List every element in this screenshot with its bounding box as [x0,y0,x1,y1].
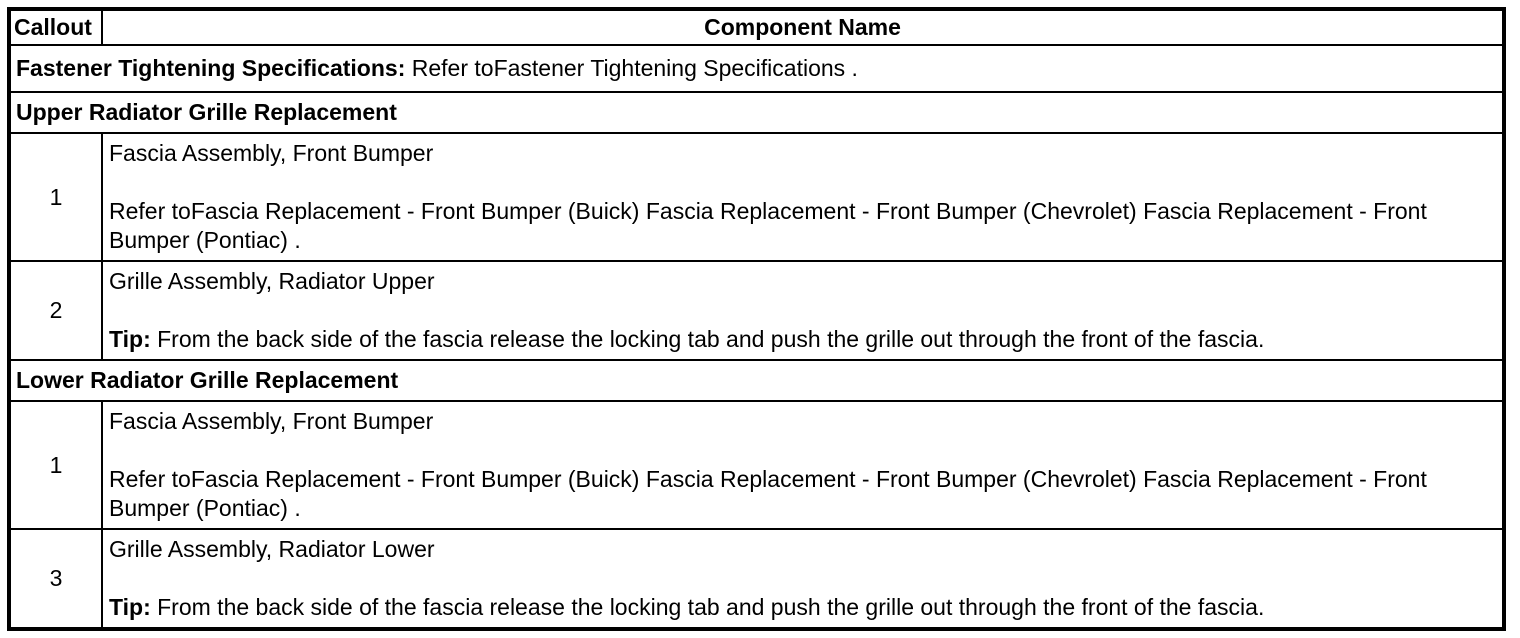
component-detail: Tip: From the back side of the fascia re… [109,593,1431,622]
callout-number: 1 [8,400,103,530]
table-row: 2 Grille Assembly, Radiator Upper Tip: F… [8,260,1505,361]
tip-label: Tip: [109,594,151,620]
callout-number: 2 [8,260,103,361]
section-title-lower: Lower Radiator Grille Replacement [8,359,1505,402]
component-detail: Refer toFascia Replacement - Front Bumpe… [109,197,1431,255]
detail-text: Refer toFascia Replacement - Front Bumpe… [109,198,1427,253]
component-name: Fascia Assembly, Front Bumper [109,140,434,166]
callout-column-header: Callout [8,8,103,46]
component-detail: Tip: From the back side of the fascia re… [109,325,1431,354]
component-detail: Refer toFascia Replacement - Front Bumpe… [109,465,1431,523]
detail-text: From the back side of the fascia release… [150,594,1265,620]
component-cell: Fascia Assembly, Front Bumper Refer toFa… [101,400,1505,530]
detail-text: Refer toFascia Replacement - Front Bumpe… [109,466,1427,521]
callout-number: 1 [8,132,103,262]
section-header-row-upper: Upper Radiator Grille Replacement [8,91,1505,134]
table-header-row: Callout Component Name [8,8,1505,46]
component-name: Grille Assembly, Radiator Upper [109,268,435,294]
callout-number: 3 [8,528,103,630]
fastener-specs-title: Fastener Tightening Specifications: [16,55,406,81]
fastener-specs-text: Refer toFastener Tightening Specificatio… [405,55,858,81]
section-header-row-lower: Lower Radiator Grille Replacement [8,359,1505,402]
detail-text: From the back side of the fascia release… [150,326,1265,352]
component-column-header: Component Name [101,8,1505,46]
section-title-upper: Upper Radiator Grille Replacement [8,91,1505,134]
table-row: 1 Fascia Assembly, Front Bumper Refer to… [8,132,1505,262]
component-name: Grille Assembly, Radiator Lower [109,536,435,562]
component-cell: Grille Assembly, Radiator Lower Tip: Fro… [101,528,1505,630]
component-cell: Grille Assembly, Radiator Upper Tip: Fro… [101,260,1505,361]
fastener-specs-cell: Fastener Tightening Specifications: Refe… [8,44,1505,93]
table-row: 1 Fascia Assembly, Front Bumper Refer to… [8,400,1505,530]
fastener-specs-row: Fastener Tightening Specifications: Refe… [8,44,1505,93]
tip-label: Tip: [109,326,151,352]
table-row: 3 Grille Assembly, Radiator Lower Tip: F… [8,528,1505,630]
component-cell: Fascia Assembly, Front Bumper Refer toFa… [101,132,1505,262]
callout-component-table: Callout Component Name Fastener Tighteni… [7,7,1506,631]
component-name: Fascia Assembly, Front Bumper [109,408,434,434]
